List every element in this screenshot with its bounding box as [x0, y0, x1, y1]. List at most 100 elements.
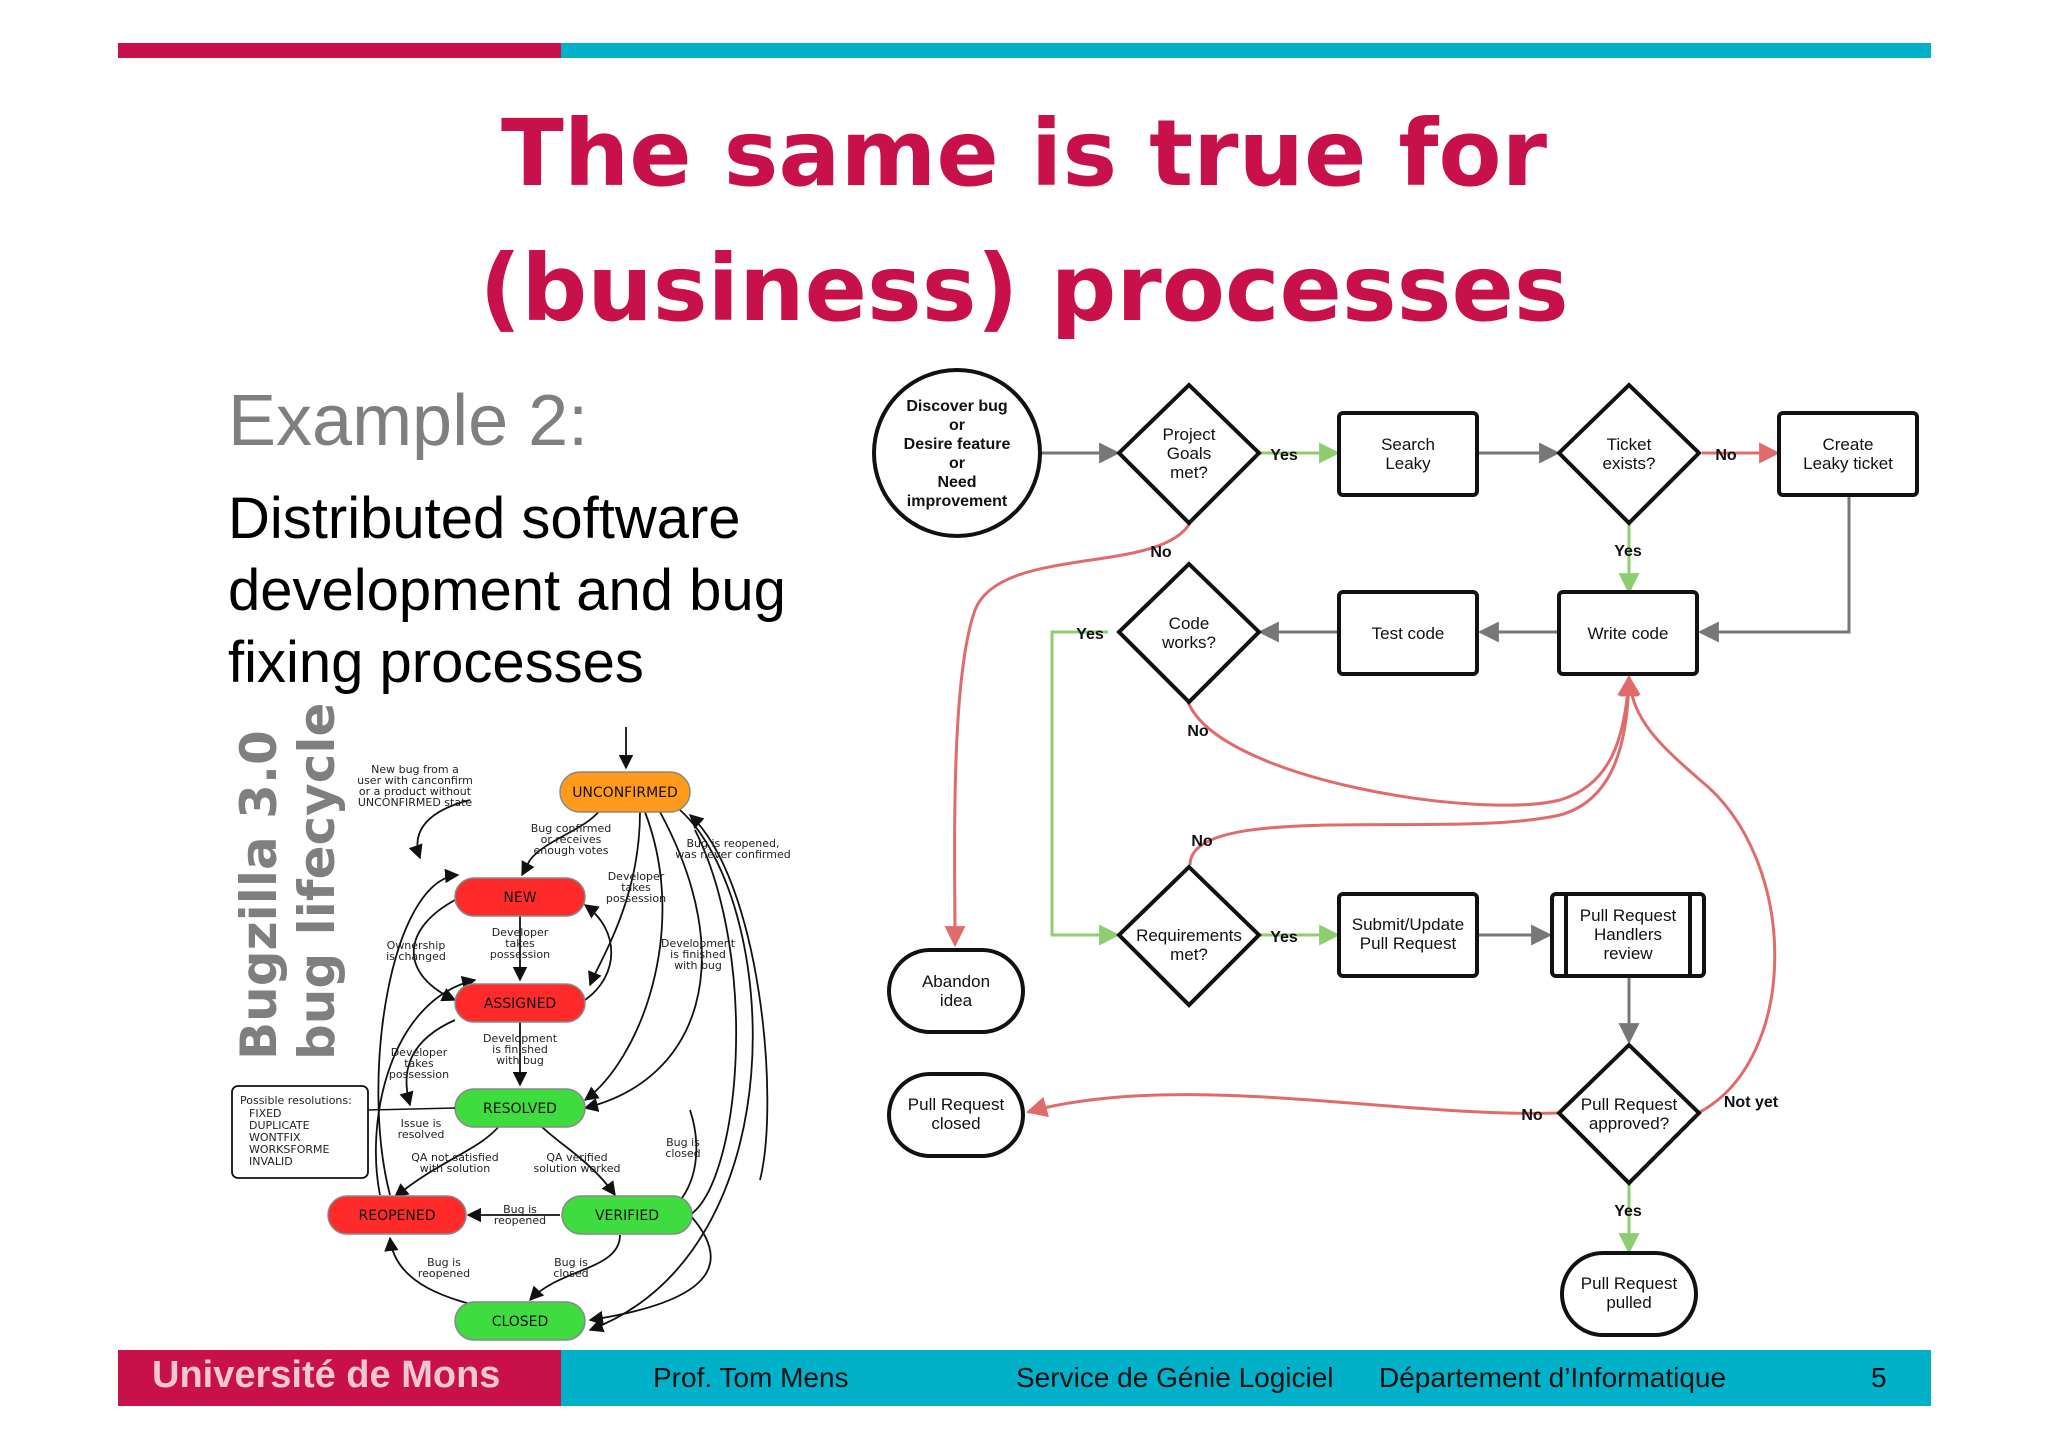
goals-line1: Project: [1163, 425, 1216, 444]
resolution-duplicate: DUPLICATE: [249, 1119, 310, 1132]
ann-bug-reopened2-1: Bug is: [427, 1256, 461, 1269]
example-heading: Example 2:: [228, 381, 589, 461]
node-pr-approved: [1556, 1042, 1702, 1186]
discover-line5: Need: [937, 474, 976, 491]
resolutions-title: Possible resolutions:: [240, 1094, 352, 1107]
node-discover: [872, 368, 1042, 538]
state-unconfirmed: [559, 771, 691, 813]
flowchart-nodes: [872, 368, 1919, 1337]
ann-dev-takes1-2: takes: [621, 881, 651, 894]
ann-bug-closed1-2: closed: [665, 1147, 700, 1160]
label-notyet-approved: Not yet: [1724, 1094, 1779, 1111]
label-no-approved: No: [1521, 1107, 1543, 1124]
flowchart-connectors: [944, 442, 1851, 1255]
node-write-code: [1557, 590, 1699, 676]
ann-confirmed-3: enough votes: [534, 844, 609, 857]
resolution-worksforme: WORKSFORME: [249, 1143, 329, 1156]
state-assigned-label: ASSIGNED: [484, 996, 556, 1012]
state-verified-label: VERIFIED: [595, 1208, 659, 1224]
node-ticket-exists: [1556, 382, 1702, 526]
bugzilla-resolutions-box: Possible resolutions: FIXED DUPLICATE WO…: [231, 1085, 456, 1179]
ann-dev-takes2-3: possession: [490, 948, 550, 961]
label-no-ticket: No: [1715, 447, 1737, 464]
discover-line6: improvement: [907, 493, 1008, 510]
ann-bug-closed2-2: closed: [553, 1267, 588, 1280]
codeworks-line2: works?: [1161, 633, 1216, 652]
top-bar-cyan: [561, 43, 1931, 58]
footer-professor: Prof. Tom Mens: [653, 1362, 849, 1393]
ann-confirmed-2: or receives: [541, 833, 602, 846]
resolution-wontfix: WONTFIX: [249, 1131, 301, 1144]
create-line1: Create: [1822, 435, 1873, 454]
example-description: Distributed software development and bug…: [228, 486, 786, 695]
slide-title-line2: (business) processes: [479, 235, 1569, 342]
submit-line1: Submit/Update: [1352, 915, 1464, 934]
pulled-line2: pulled: [1606, 1293, 1651, 1312]
ann-bug-closed1-1: Bug is: [666, 1136, 700, 1149]
state-verified: [561, 1195, 693, 1235]
label-yes-ticket: Yes: [1614, 543, 1642, 560]
prclosed-line1: Pull Request: [908, 1095, 1005, 1114]
pulled-line1: Pull Request: [1581, 1274, 1678, 1293]
ann-ownership-2: is changed: [386, 950, 446, 963]
abandon-line1: Abandon: [922, 972, 990, 991]
node-pr-closed: [887, 1072, 1025, 1158]
ann-dev-takes1-3: possession: [606, 892, 666, 905]
ann-issue-resolved-1: Issue is: [401, 1117, 442, 1130]
ann-new-bug-2: user with canconfirm: [357, 774, 473, 787]
edge-requirements-write: [1188, 674, 1640, 866]
flowchart-text: Discover bug or Desire feature or Need i…: [904, 398, 1894, 1312]
node-pr-pulled: [1560, 1251, 1698, 1337]
state-unconfirmed-label: UNCONFIRMED: [572, 785, 678, 801]
edge-create-write: [1697, 495, 1851, 643]
edge-goals-abandon: [944, 522, 1192, 948]
bugzilla-connectors: [375, 727, 769, 1333]
handlers-line2: Handlers: [1594, 925, 1662, 944]
ann-reopened-never-2: was never confirmed: [675, 848, 790, 861]
footer-department: Département d’Informatique: [1379, 1362, 1727, 1393]
ann-ownership-1: Ownership: [387, 939, 446, 952]
node-test-code: [1337, 590, 1479, 676]
label-no-goals: No: [1150, 544, 1172, 561]
ann-dev-takes3-2: takes: [404, 1057, 434, 1070]
ann-dev-finished2-1: Development: [483, 1032, 558, 1045]
label-yes-codeworks: Yes: [1076, 626, 1104, 643]
ann-new-bug-1: New bug from a: [371, 763, 459, 776]
ann-issue-resolved-2: resolved: [398, 1128, 445, 1141]
edge-codeworks-write: [1186, 674, 1639, 807]
ticket-line2: exists?: [1603, 454, 1656, 473]
label-yes-requirements: Yes: [1270, 929, 1298, 946]
requirements-line2: met?: [1170, 945, 1208, 964]
resolution-invalid: INVALID: [249, 1155, 293, 1168]
state-new: [454, 877, 586, 917]
ann-bug-closed2-1: Bug is: [554, 1256, 588, 1269]
state-assigned: [454, 983, 586, 1023]
ann-bug-reopened1-1: Bug is: [503, 1203, 537, 1216]
node-project-goals: [1116, 382, 1262, 526]
ann-new-bug-3: or a product without: [359, 785, 472, 798]
ann-qa-verified-2: solution worked: [533, 1162, 620, 1175]
discover-line3: Desire feature: [904, 436, 1011, 453]
codeworks-line1: Code: [1169, 614, 1210, 633]
ann-dev-finished1-2: is finished: [670, 948, 726, 961]
footer-service: Service de Génie Logiciel: [1016, 1362, 1334, 1393]
edge-codeworks-requirements: [1050, 630, 1121, 946]
ann-qa-not-2: with solution: [420, 1162, 490, 1175]
discover-line2: or: [949, 417, 965, 434]
ann-dev-takes3-1: Developer: [391, 1046, 448, 1059]
state-closed: [454, 1301, 586, 1341]
write-code-label: Write code: [1588, 624, 1669, 643]
ann-reopened-never-1: Bug is reopened,: [686, 837, 779, 850]
ann-qa-not-1: QA not satisfied: [411, 1151, 498, 1164]
ann-dev-takes2-2: takes: [505, 937, 535, 950]
state-resolved-label: RESOLVED: [483, 1101, 557, 1117]
ann-qa-verified-1: QA verified: [546, 1151, 607, 1164]
ann-dev-takes2-1: Developer: [492, 926, 549, 939]
node-create-ticket: [1777, 411, 1919, 497]
slide-title-line1: The same is true for: [500, 100, 1547, 207]
footer-university: Université de Mons: [152, 1354, 501, 1396]
footer-page-number: 5: [1871, 1362, 1887, 1393]
node-requirements: [1116, 864, 1262, 1008]
prclosed-line2: closed: [931, 1114, 980, 1133]
